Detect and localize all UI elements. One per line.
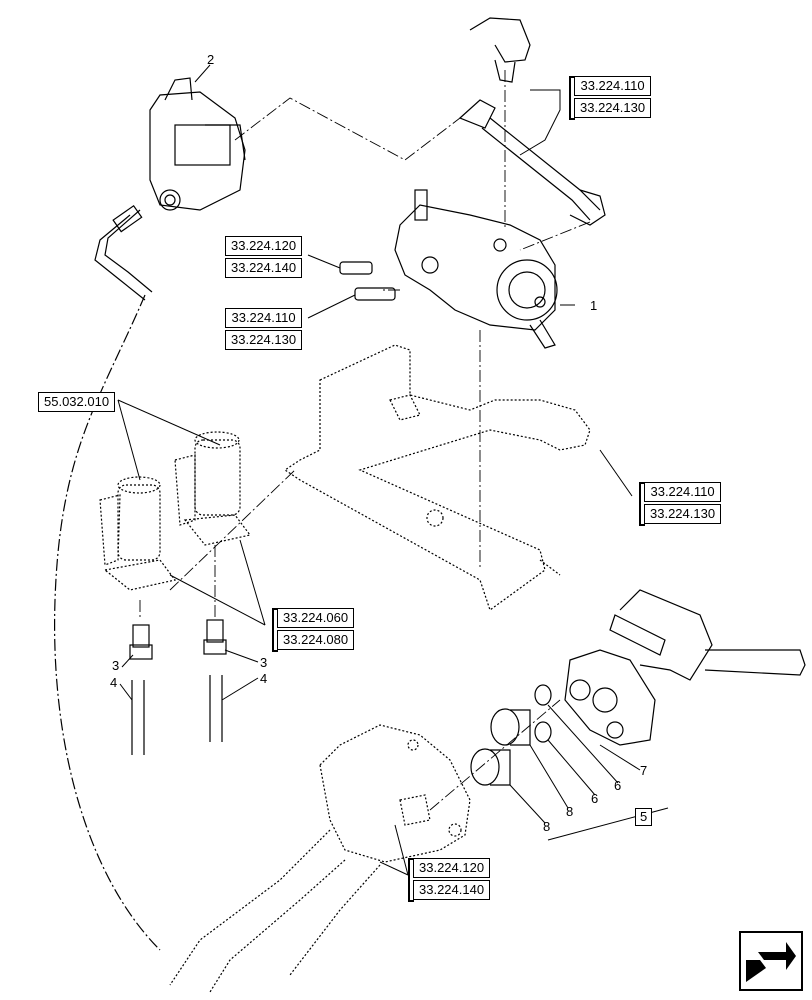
valve-part-2 [149,77,246,211]
ref-link[interactable]: 33.224.130 [644,504,722,524]
callout-1: 1 [590,298,598,313]
top-fitting [458,17,606,226]
ref-link[interactable]: 33.224.120 [413,858,491,878]
ref-box-solenoid: 55.032.010 [38,392,116,414]
callout-4: 4 [260,671,268,686]
previous-page-arrow-icon[interactable] [738,930,804,992]
solenoid-valves [99,431,252,591]
connection-lines [139,70,591,811]
ref-box-bottom: 33.224.120 33.224.140 [408,858,491,902]
callout-8: 8 [543,819,551,834]
hose-line [53,294,161,951]
ref-box-fittings: 33.224.060 33.224.080 [272,608,355,652]
fittings-and-tubes [129,619,227,755]
hand-control-part-7 [564,589,806,746]
ref-link[interactable]: 33.224.140 [413,880,491,900]
ref-bracket [408,858,414,902]
bracket-frame [283,344,591,611]
ref-link[interactable]: 33.224.110 [644,482,722,502]
callout-4: 4 [110,675,118,690]
ref-box-mid-2: 33.224.110 33.224.130 [225,308,303,352]
ref-link[interactable]: 33.224.110 [225,308,303,328]
ref-link[interactable]: 33.224.060 [277,608,355,628]
ref-link[interactable]: 33.224.130 [225,330,303,350]
ref-box-right: 33.224.110 33.224.130 [639,482,722,526]
valve-part-1 [394,189,558,349]
ref-box-top: 33.224.110 33.224.130 [569,76,652,120]
callout-7: 7 [640,763,648,778]
ref-link[interactable]: 33.224.130 [574,98,652,118]
callout-6: 6 [614,778,622,793]
ref-box-mid-1: 33.224.120 33.224.140 [225,236,303,280]
callout-2: 2 [207,52,215,67]
ref-link[interactable]: 33.224.120 [225,236,303,256]
ref-link[interactable]: 33.224.140 [225,258,303,278]
left-pipe [94,204,153,301]
callout-8: 8 [566,804,574,819]
ref-bracket [569,76,575,120]
ref-link[interactable]: 33.224.080 [277,630,355,650]
callout-6: 6 [591,791,599,806]
callout-3: 3 [260,655,268,670]
ref-link[interactable]: 33.224.110 [574,76,652,96]
ref-link[interactable]: 55.032.010 [38,392,116,412]
leader-lines [117,64,669,876]
seals-and-fittings [470,684,552,786]
ref-bracket [639,482,645,526]
bottom-housing [169,724,471,993]
small-fittings [339,261,396,301]
callout-3: 3 [112,658,120,673]
ref-bracket [272,608,278,652]
callout-5: 5 [635,808,653,826]
